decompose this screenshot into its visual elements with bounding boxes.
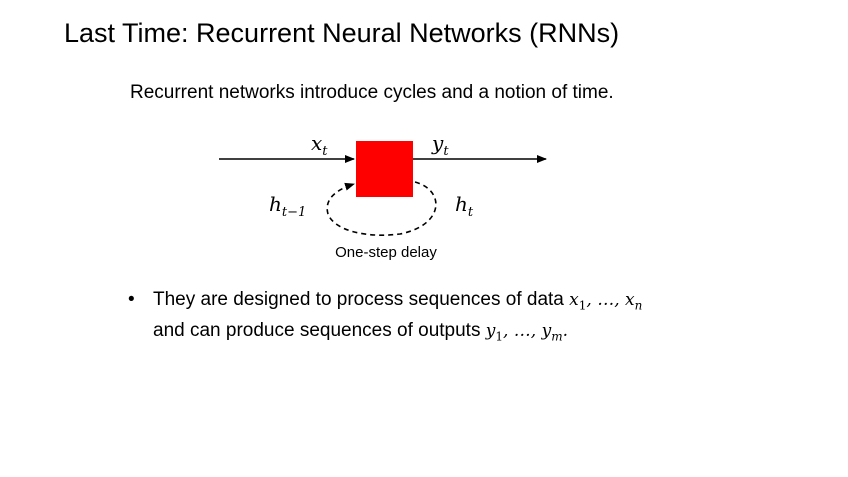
bullet-line-2: and can produce sequences of outputs y1,… <box>153 320 569 344</box>
hidden-label: ht <box>455 192 474 220</box>
prev-hidden-label: ht−1 <box>269 192 306 220</box>
rnn-cell-box <box>356 141 413 197</box>
bullet-line-1: They are designed to process sequences o… <box>153 289 643 313</box>
bullet-text: They are designed to process sequences o… <box>153 287 642 350</box>
slide-title: Last Time: Recurrent Neural Networks (RN… <box>64 18 620 48</box>
bullet-marker: • <box>128 289 135 310</box>
slide-subtitle: Recurrent networks introduce cycles and … <box>130 82 614 103</box>
input-label: xt <box>311 131 328 159</box>
delay-caption: One-step delay <box>335 244 437 261</box>
output-label: yt <box>431 131 449 159</box>
